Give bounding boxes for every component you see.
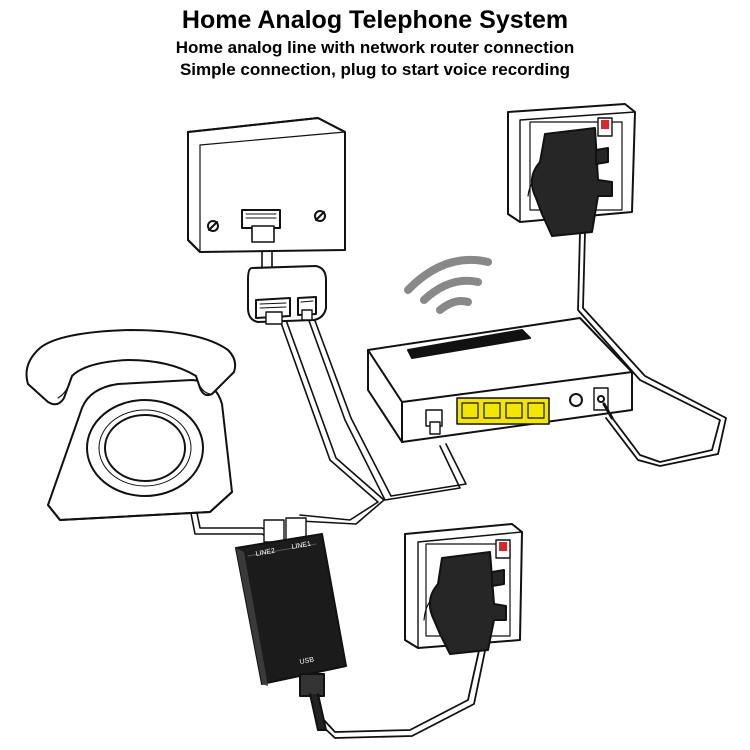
phone-line-cables — [189, 237, 467, 539]
power-adapter-top — [530, 127, 613, 237]
voice-recorder-box — [235, 517, 347, 731]
usb-port-label: USB — [299, 657, 315, 666]
diagram-subtitle-2: Simple connection, plug to start voice r… — [179, 60, 571, 79]
power-cables — [317, 231, 727, 739]
diagram-subtitle-1: Home analog line with network router con… — [175, 38, 575, 57]
wall-phone-jack — [187, 117, 346, 253]
analog-telephone — [25, 329, 237, 521]
recorder-port-labels: LINE2 LINE1 USB — [255, 541, 315, 666]
line-splitter — [247, 265, 327, 325]
line1-port-label: LINE1 — [291, 541, 311, 551]
network-router — [367, 317, 633, 443]
power-adapter-bottom — [428, 551, 507, 655]
wifi-signal-icon — [404, 255, 492, 314]
diagram-title: Home Analog Telephone System — [181, 6, 569, 34]
line2-port-label: LINE2 — [255, 548, 275, 558]
